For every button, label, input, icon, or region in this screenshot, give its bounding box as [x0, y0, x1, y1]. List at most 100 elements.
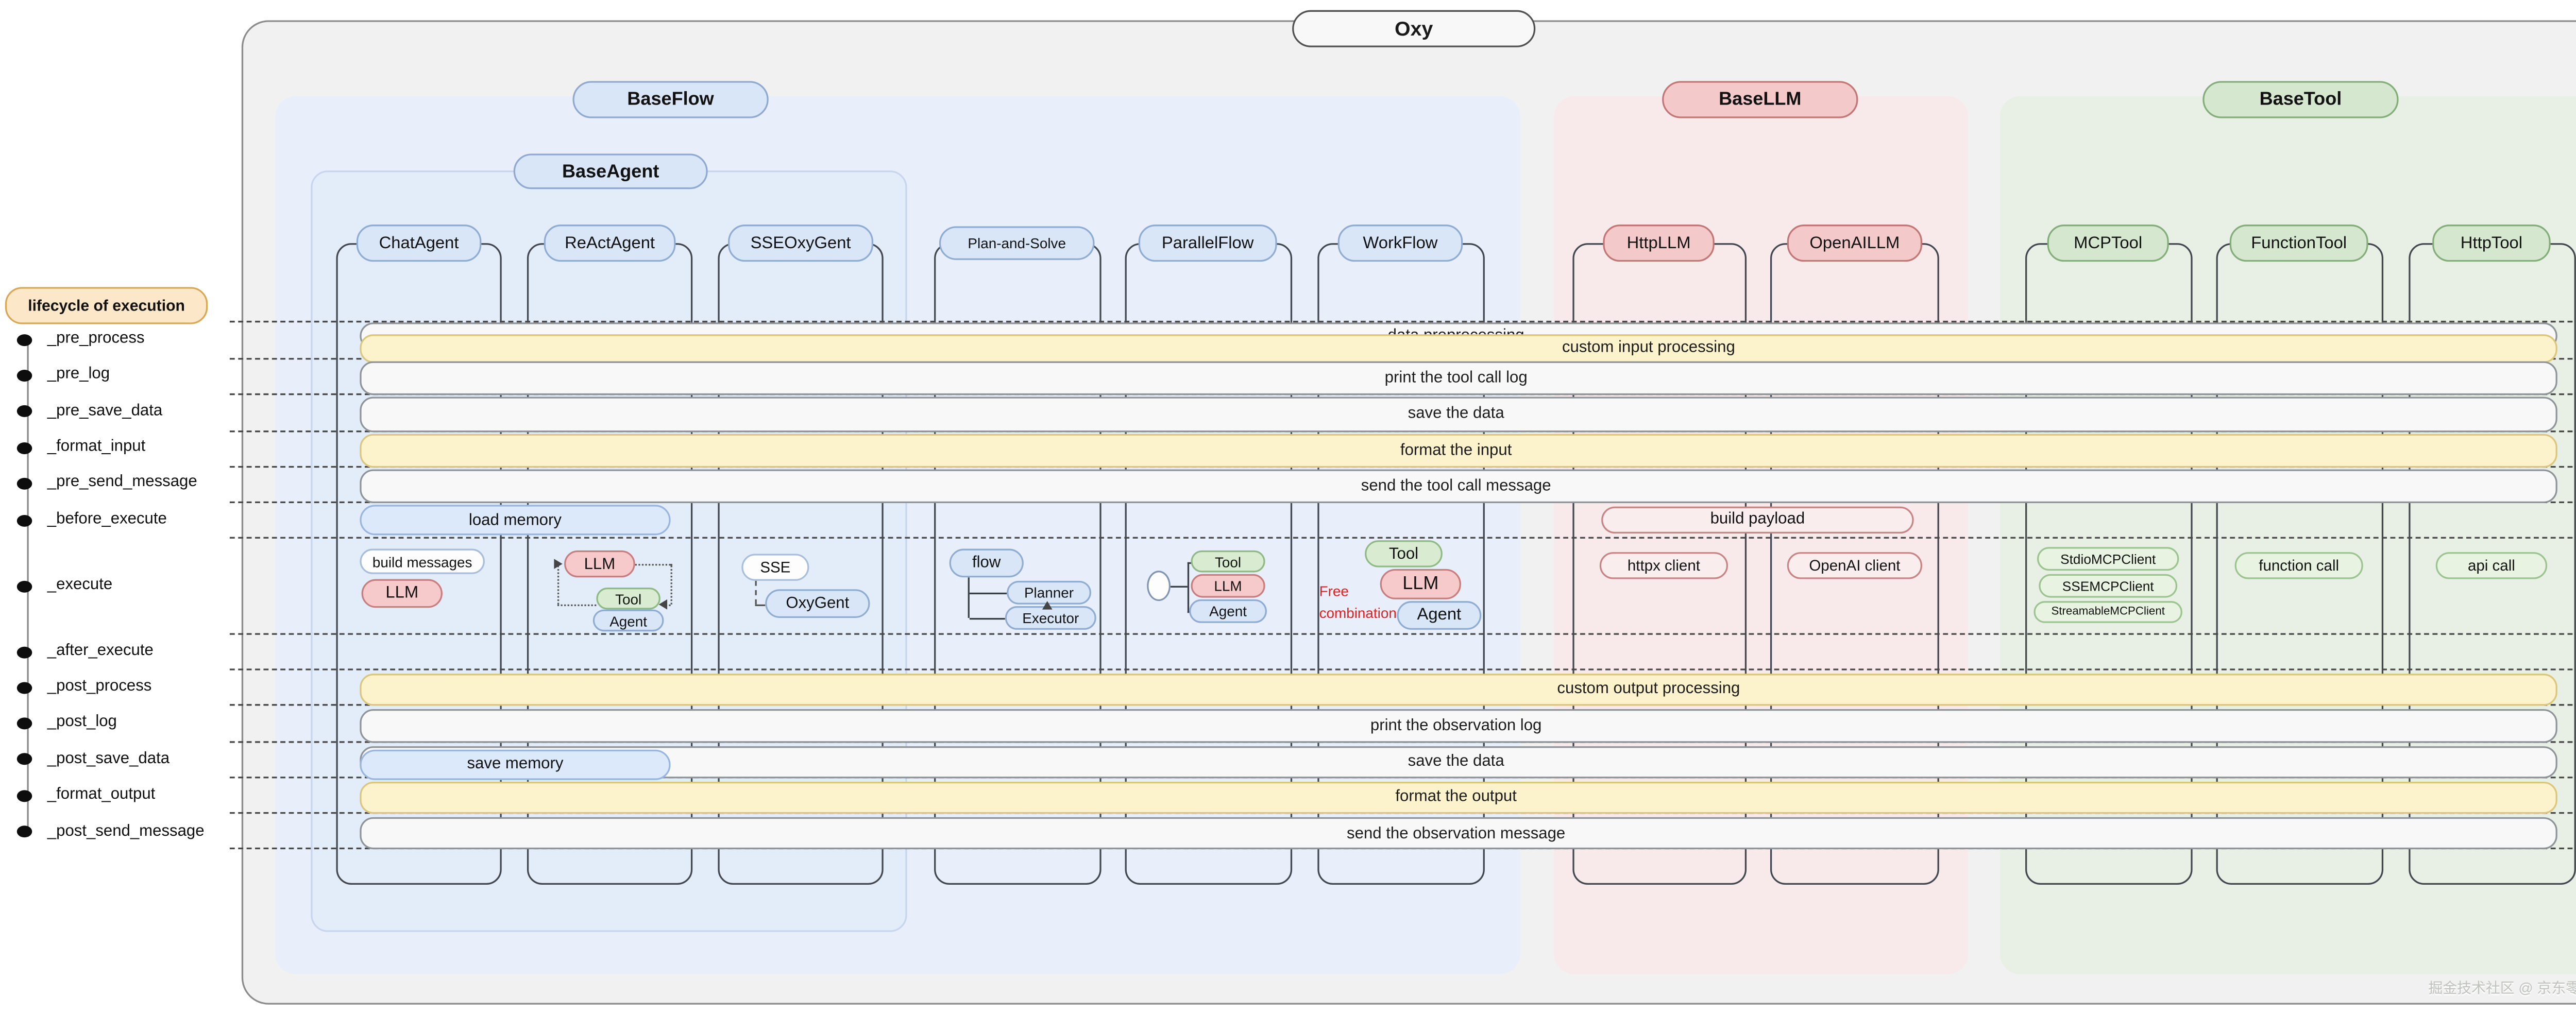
httpx-client-pill: httpx client [1599, 552, 1728, 579]
stdio-mcp-client-label: StdioMCPClient [2060, 551, 2156, 566]
lifecycle-separator-line [229, 537, 2576, 539]
streamable-mcp-client-label: StreamableMCPClient [2051, 606, 2165, 618]
basetool-label: BaseTool [2259, 89, 2342, 110]
openai-client-pill: OpenAI client [1787, 552, 1923, 579]
react-loop-arrow-into-llm [554, 559, 563, 569]
basetool-pill: BaseTool [2202, 81, 2399, 118]
reactagent-llm-pill: LLM [564, 550, 635, 578]
band-custom-output-processing-label: custom output processing [1557, 679, 1740, 698]
sse-oxygent-connector [755, 580, 757, 605]
lifecycle-stage-label: _post_save_data [47, 749, 170, 768]
reactagent-llm-label: LLM [584, 555, 616, 574]
band-custom-input-processing: custom input processing [360, 333, 2557, 363]
parallel-tool-label: Tool [1214, 553, 1242, 570]
planandsolve-label: Plan-and-Solve [968, 234, 1066, 252]
reactagent-agent-label: Agent [609, 612, 648, 629]
lifecycle-stage-label: _post_send_message [47, 821, 205, 840]
header-httptool: HttpTool [2432, 225, 2551, 262]
save-memory-label: save memory [467, 755, 564, 774]
band-send-observation-message-label: send the observation message [1347, 823, 1566, 843]
sse-oxygent-connector [755, 604, 766, 607]
lifecycle-dot [16, 681, 32, 693]
workflow-agent-label: Agent [1417, 606, 1462, 625]
lifecycle-stage-label: _pre_save_data [47, 401, 163, 420]
oxy-title-pill: Oxy [1292, 10, 1536, 47]
header-functiontool: FunctionTool [2229, 225, 2368, 262]
lifecycle-dot [16, 441, 32, 454]
parallelflow-label: ParallelFlow [1161, 234, 1254, 253]
workflow-agent-pill: Agent [1397, 601, 1482, 630]
lifecycle-dot [16, 646, 32, 658]
react-loop-line [670, 564, 672, 605]
baseagent-pill: BaseAgent [513, 153, 708, 190]
lifecycle-stage-label: _pre_log [47, 365, 110, 384]
lifecycle-title-pill: lifecycle of execution [5, 287, 208, 324]
build-payload-label: build payload [1710, 510, 1805, 529]
react-loop-arrow-into-tool [658, 599, 668, 610]
baseflow-label: BaseFlow [627, 89, 714, 110]
stdio-mcp-client-pill: StdioMCPClient [2037, 547, 2179, 571]
react-loop-line [635, 564, 671, 566]
reactagent-label: ReActAgent [565, 234, 655, 253]
parallel-connector [1187, 561, 1194, 563]
sse-mcp-client-pill: SSEMCPClient [2039, 574, 2178, 598]
build-messages-label: build messages [372, 553, 472, 570]
band-print-tool-call-log: print the tool call log [360, 360, 2557, 395]
band-format-the-input: format the input [360, 433, 2557, 468]
band-custom-input-processing-label: custom input processing [1562, 338, 1735, 357]
header-reactagent: ReActAgent [544, 225, 676, 262]
workflow-llm-label: LLM [1402, 574, 1439, 595]
planandsolve-tree-line [969, 617, 1005, 620]
header-planandsolve: Plan-and-Solve [939, 226, 1095, 260]
workflow-llm-pill: LLM [1380, 569, 1461, 599]
band-print-observation-log: print the observation log [360, 709, 2557, 742]
workflow-label: WorkFlow [1363, 234, 1438, 253]
load-memory-pill: load memory [360, 505, 671, 536]
band-save-the-data-pre-label: save the data [1408, 405, 1504, 424]
executor-pill: Executor [1005, 606, 1096, 630]
lifecycle-dot [16, 514, 32, 526]
workflow-tool-label: Tool [1388, 544, 1419, 563]
parallel-agent-pill: Agent [1189, 599, 1267, 623]
function-call-label: function call [2259, 557, 2340, 574]
lifecycle-dot [16, 753, 32, 765]
header-httpllm: HttpLLM [1603, 225, 1715, 262]
parallel-connector [1171, 586, 1188, 588]
lifecycle-stage-label: _format_input [47, 437, 146, 456]
api-call-label: api call [2467, 557, 2515, 574]
lifecycle-separator-line [229, 704, 2576, 706]
band-print-tool-call-log-label: print the tool call log [1384, 368, 1528, 387]
header-mcptool: MCPTool [2047, 225, 2169, 262]
lifecycle-dot [16, 716, 32, 729]
watermark-text: 掘金技术社区 @ 京东零售技术 [2428, 979, 2576, 996]
lifecycle-dot [16, 333, 32, 346]
lifecycle-stage-label: _after_execute [47, 641, 154, 660]
band-save-the-data-post-label: save the data [1408, 752, 1504, 771]
sse-pill: SSE [741, 554, 809, 581]
parallel-connector [1187, 561, 1190, 612]
lifecycle-separator-line [229, 777, 2576, 779]
band-send-observation-message: send the observation message [360, 817, 2557, 850]
header-chatagent: ChatAgent [356, 225, 482, 262]
band-print-observation-log-label: print the observation log [1370, 716, 1542, 735]
flow-label: flow [972, 554, 1001, 573]
band-save-the-data-post: save the data [360, 745, 2557, 778]
lifecycle-dot [16, 789, 32, 801]
lifecycle-stage-label: _pre_send_message [47, 473, 197, 492]
band-format-the-output: format the output [360, 781, 2557, 814]
sse-label: SSE [760, 559, 791, 576]
executor-to-planner-arrow [1042, 601, 1053, 610]
basellm-label: BaseLLM [1719, 89, 1802, 110]
lifecycle-title-label: lifecycle of execution [28, 297, 185, 314]
oxygent-pill: OxyGent [765, 589, 870, 618]
build-messages-pill: build messages [360, 548, 485, 574]
executor-label: Executor [1022, 609, 1079, 627]
free-combination-note: Free combination [1319, 581, 1397, 625]
oxy-title: Oxy [1394, 16, 1433, 41]
function-call-pill: function call [2234, 552, 2363, 579]
planandsolve-tree-line [968, 577, 970, 618]
sse-mcp-client-label: SSEMCPClient [2062, 578, 2154, 594]
header-workflow: WorkFlow [1337, 225, 1463, 262]
mcptool-label: MCPTool [2074, 234, 2143, 253]
